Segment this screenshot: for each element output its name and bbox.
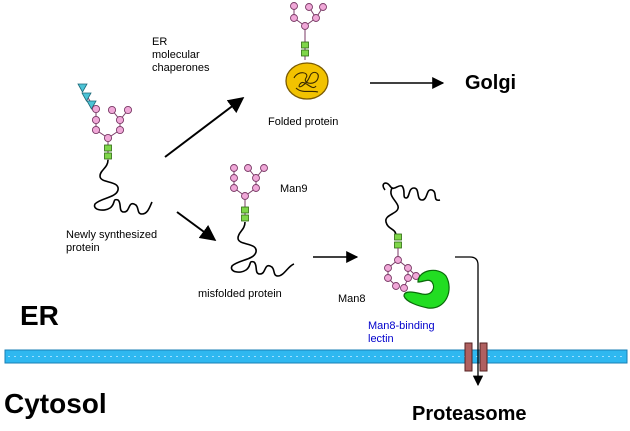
- proteasome-label: Proteasome: [412, 403, 527, 425]
- er-label: ER: [20, 300, 59, 331]
- golgi-label: Golgi: [465, 72, 517, 94]
- er-membrane: [4, 349, 628, 364]
- man8-label: Man8: [338, 293, 366, 305]
- newly-synthesized-protein-label: Newly synthesized protein: [66, 229, 157, 255]
- er-chaperones-label-line3: chaperones: [152, 62, 210, 74]
- membrane-channel: [464, 342, 488, 372]
- man8-binding-lectin: [403, 269, 450, 309]
- arrows: [164, 77, 484, 387]
- arrow-to-proteasome: [455, 256, 484, 387]
- man9-label: Man9: [280, 183, 308, 195]
- man8-lectin-label-line1: Man8-binding: [368, 320, 435, 332]
- man8-binding-lectin-label: Man8-binding lectin: [368, 320, 435, 346]
- folded-protein-label: Folded protein: [268, 116, 339, 128]
- newly-synthesized-label-line1: Newly synthesized: [66, 229, 158, 241]
- arrow-to-misfolded: [176, 211, 217, 241]
- misfolded-protein-label: misfolded protein: [198, 288, 282, 300]
- er-chaperones-label-line1: ER: [152, 36, 168, 48]
- misfolded-glycoprotein: [230, 164, 295, 277]
- arrow-to-chaperones: [164, 97, 245, 158]
- er-chaperones-label-line2: molecular: [152, 49, 200, 61]
- folded-glycoprotein: [285, 2, 329, 100]
- cytosol-label: Cytosol: [4, 388, 107, 419]
- man8-lectin-label-line2: lectin: [368, 333, 394, 345]
- er-chaperones-label: ER molecular chaperones: [152, 36, 210, 75]
- newly-synthesized-label-line2: protein: [66, 242, 100, 254]
- newly-synthesized-glycoprotein: [77, 83, 153, 215]
